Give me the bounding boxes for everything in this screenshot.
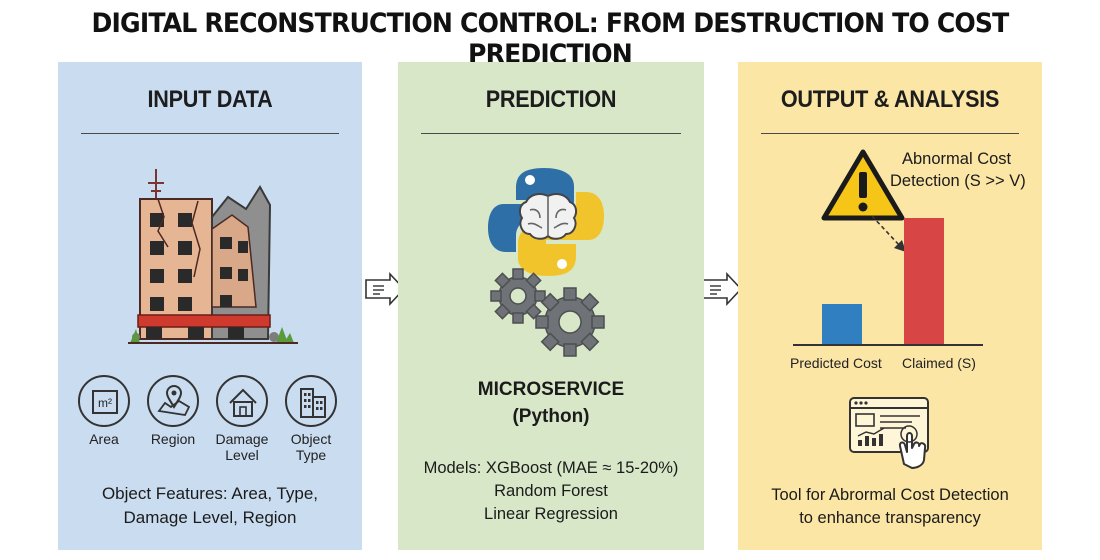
panel-divider [421, 133, 681, 134]
house-icon [216, 375, 268, 427]
panel-title-prediction: PREDICTION [485, 86, 617, 113]
output-footer: Tool for Abrormal Cost Detection to enha… [738, 484, 1042, 530]
microservice-name: MICROSERVICE [477, 379, 625, 400]
diagram-title: DIGITAL RECONSTRUCTION CONTROL: FROM DES… [91, 8, 1010, 70]
panel-title-input: INPUT DATA [147, 86, 273, 113]
bar-predicted-cost [822, 304, 862, 344]
panel-divider [761, 133, 1019, 134]
output-footer-line-2: to enhance transparency [799, 509, 981, 527]
abnormal-cost-label: Abnormal Cost Detection (S >> V) [890, 148, 1040, 192]
warning-icon [821, 149, 905, 221]
microservice-label: MICROSERVICE (Python) [398, 376, 704, 430]
building-icon [285, 375, 337, 427]
panel-divider [81, 133, 339, 134]
models-list: Models: XGBoost (MAE ≈ 15-20%) Random Fo… [398, 457, 704, 526]
feature-label-object-type: Object Type [290, 431, 332, 463]
brain-icon [518, 193, 578, 240]
abnormal-cost-line-1: Abnormal Cost [902, 150, 1012, 168]
input-footer-line-2: Damage Level, Region [123, 508, 297, 527]
flow-arrow-1 [344, 271, 406, 307]
prediction-panel: PREDICTION [398, 62, 704, 550]
output-analysis-panel: OUTPUT & ANALYSIS Abnormal Cost Detectio… [738, 62, 1042, 550]
abnormal-cost-line-2: Detection (S >> V) [890, 172, 1026, 190]
microservice-language: (Python) [512, 406, 590, 427]
feature-label-damage-level: Damage Level [215, 431, 269, 463]
panel-title-output: OUTPUT & ANALYSIS [780, 86, 1000, 113]
feature-label-area: Area [89, 431, 119, 447]
gears-icon [490, 268, 605, 357]
input-data-panel: INPUT DATA [58, 62, 362, 550]
flow-arrow-2 [681, 271, 743, 307]
bar-label-claimed: Claimed (S) [902, 355, 976, 371]
pointer-arrow-icon [871, 215, 906, 252]
input-footer-line-1: Object Features: Area, Type, [101, 484, 319, 503]
dashboard-tool-icon [849, 397, 929, 469]
feature-label-region: Region [150, 431, 196, 447]
model-linear-regression: Linear Regression [484, 505, 618, 523]
model-random-forest: Random Forest [494, 482, 608, 500]
model-xgboost: Models: XGBoost (MAE ≈ 15-20%) [423, 459, 679, 477]
area-feature-icon: m² [78, 375, 130, 427]
bar-claimed [904, 218, 944, 344]
area-badge: m² [98, 396, 112, 410]
output-footer-line-1: Tool for Abrormal Cost Detection [771, 486, 1009, 504]
bar-label-predicted-cost: Predicted Cost [790, 355, 882, 371]
map-pin-icon [147, 375, 199, 427]
input-footer: Object Features: Area, Type, Damage Leve… [58, 482, 362, 530]
chart-baseline [793, 344, 983, 346]
damaged-building-icon [128, 169, 298, 344]
